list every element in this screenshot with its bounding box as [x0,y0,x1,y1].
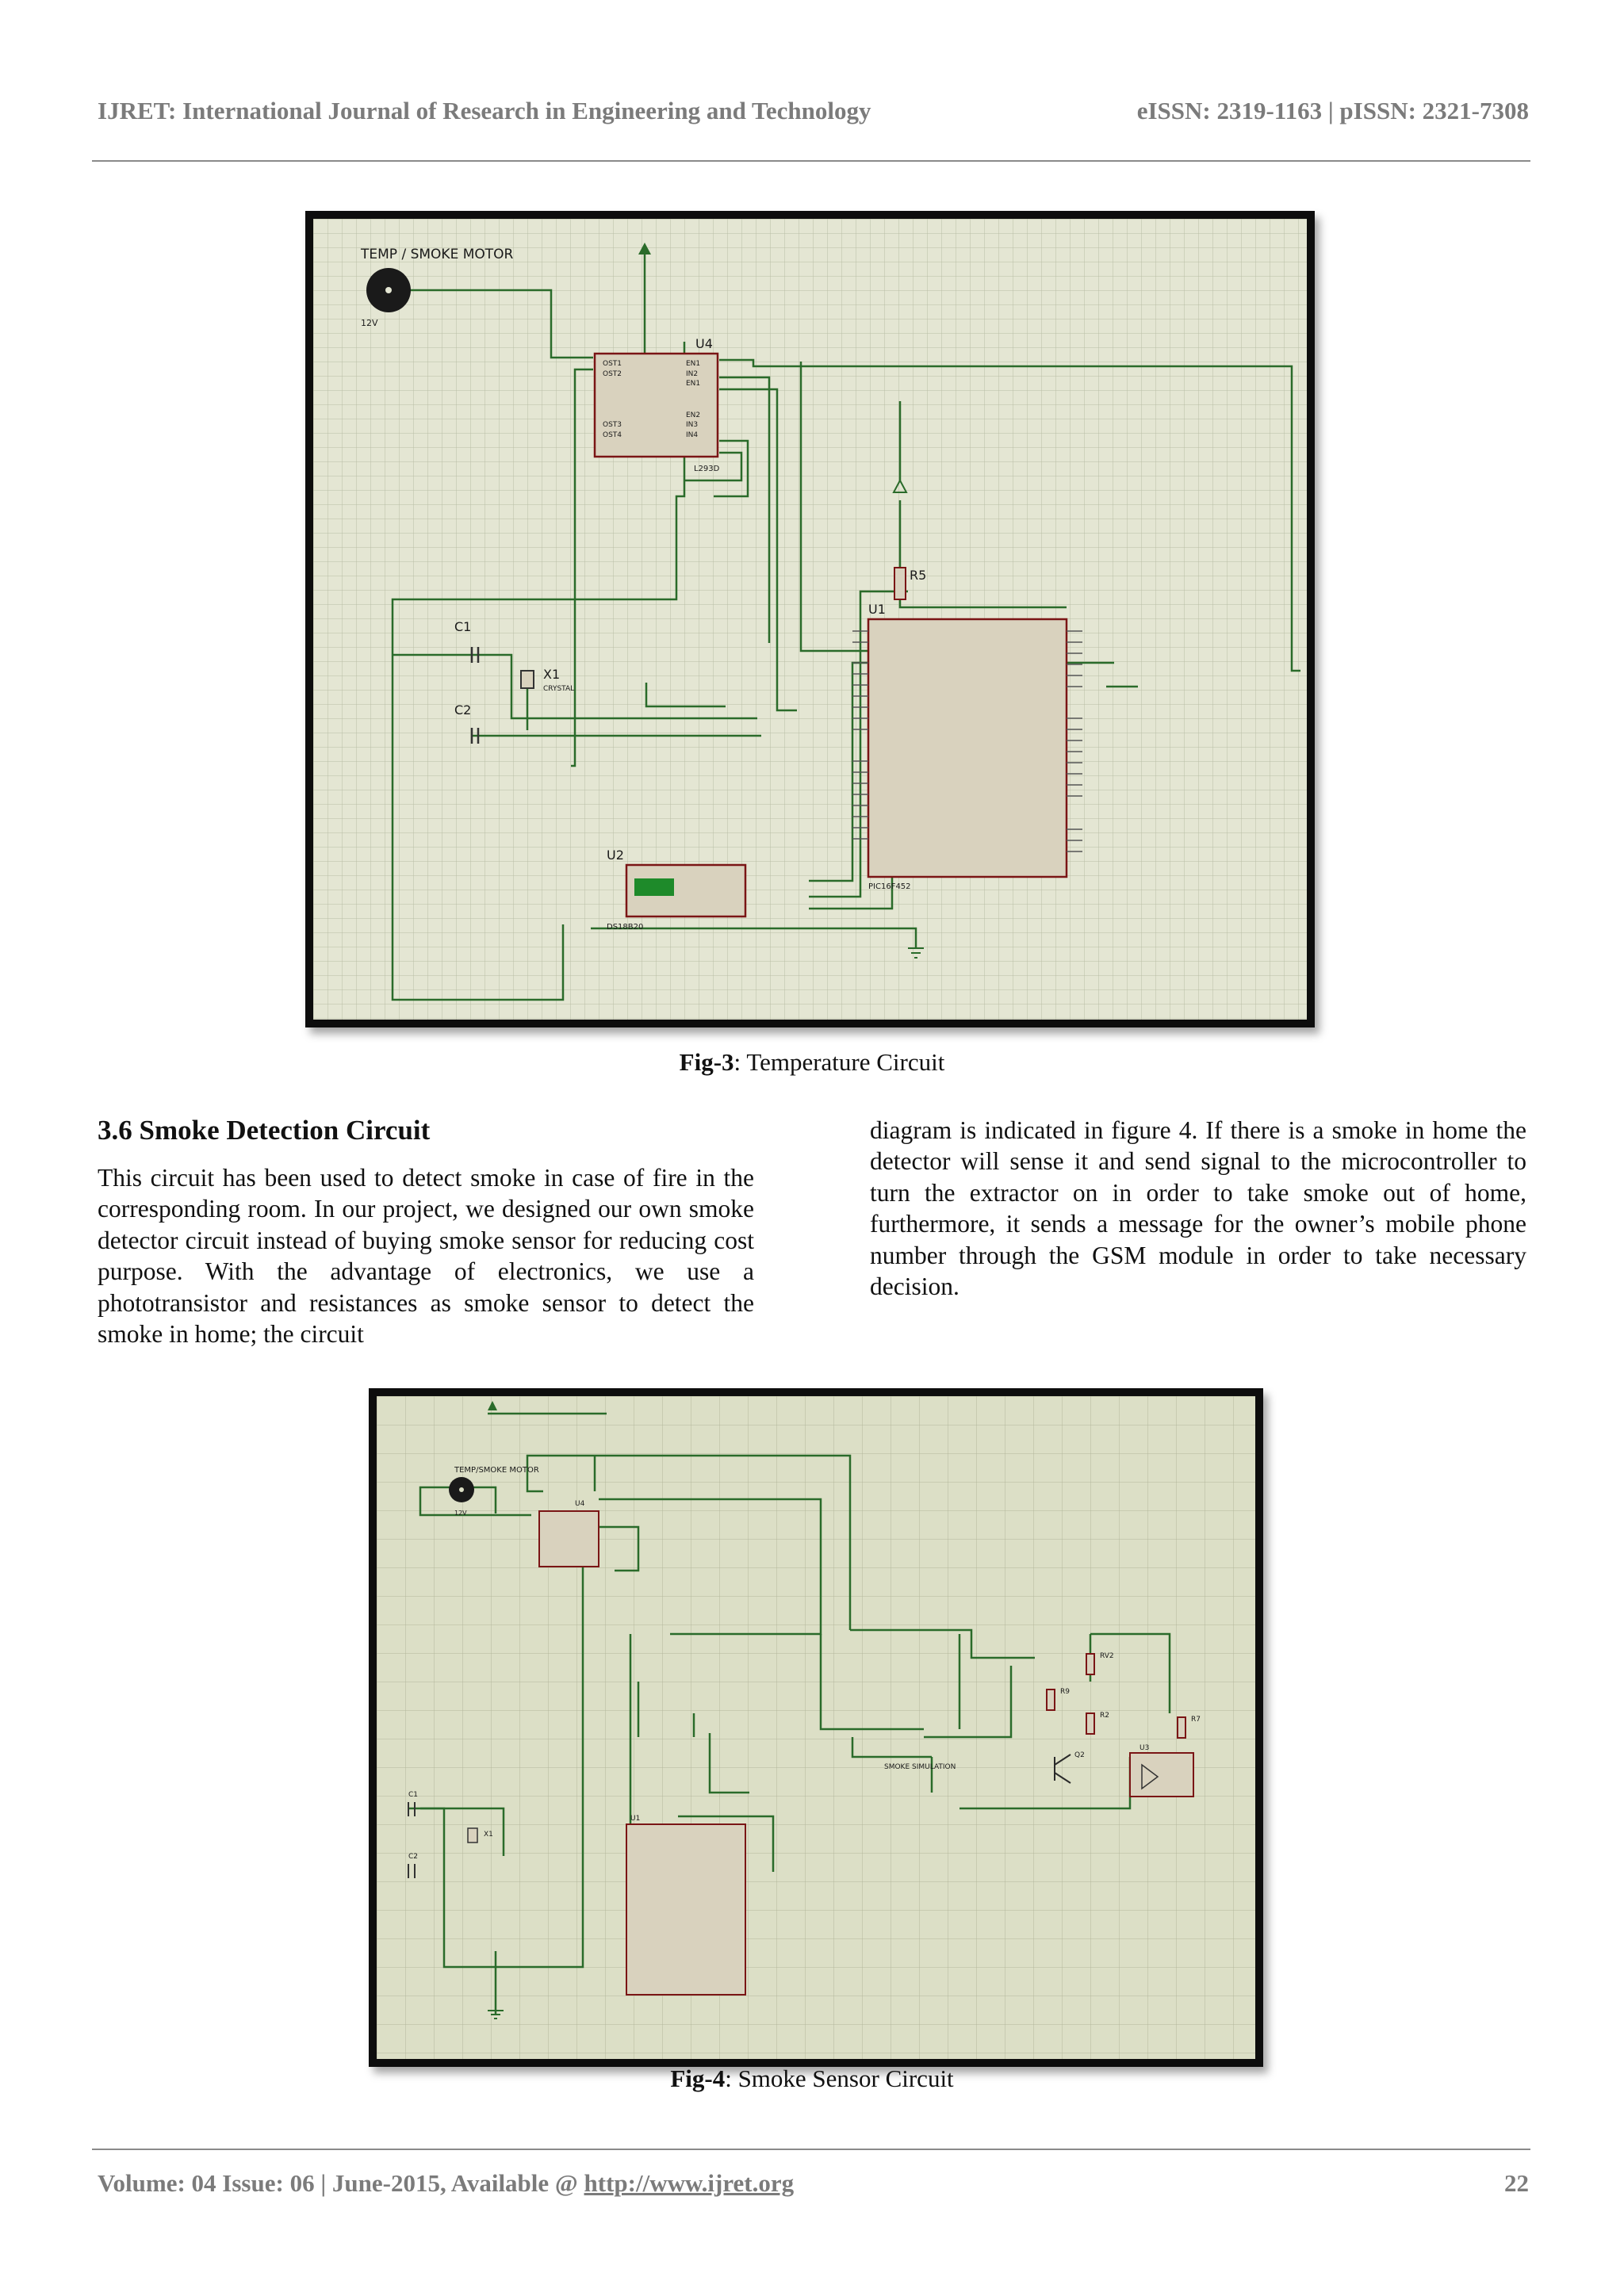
svg-text:Q2: Q2 [1074,1751,1085,1759]
svg-text:RV2: RV2 [1100,1652,1114,1660]
left-column: This circuit has been used to detect smo… [98,1162,754,1349]
svg-text:OST1: OST1 [603,360,622,368]
page-number: 22 [1504,2169,1529,2197]
svg-text:U1: U1 [630,1815,640,1823]
svg-text:IN2: IN2 [686,370,698,378]
right-column: diagram is indicated in figure 4. If the… [870,1115,1526,1302]
svg-text:R5: R5 [910,568,926,583]
temperature-circuit-diagram: TEMP / SMOKE MOTOR 12V U4 L293D OST1OST2… [313,219,1307,1020]
section-heading: 3.6 Smoke Detection Circuit [98,1115,431,1146]
header-rule [92,160,1530,162]
svg-text:C2: C2 [454,702,471,718]
figure-3-caption: Fig-3: Temperature Circuit [679,1048,945,1076]
running-header: IJRET: International Journal of Research… [95,97,1529,128]
svg-text:EN1: EN1 [686,380,700,388]
svg-text:IN3: IN3 [686,421,698,429]
svg-text:OST4: OST4 [603,431,622,439]
svg-text:U1: U1 [868,602,886,617]
figure-4-caption: Fig-4: Smoke Sensor Circuit [670,2064,954,2092]
svg-text:C2: C2 [408,1853,418,1861]
journal-link[interactable]: http://www.ijret.org [584,2169,795,2197]
svg-text:R2: R2 [1100,1712,1109,1720]
svg-text:SMOKE SIMULATION: SMOKE SIMULATION [884,1763,956,1771]
svg-text:TEMP / SMOKE MOTOR: TEMP / SMOKE MOTOR [360,247,514,262]
svg-text:R9: R9 [1060,1688,1070,1696]
svg-text:U3: U3 [1139,1744,1149,1752]
svg-text:U4: U4 [575,1500,585,1508]
svg-text:12V: 12V [454,1510,467,1517]
svg-text:OST3: OST3 [603,421,622,429]
svg-text:DS18B20: DS18B20 [607,923,643,932]
svg-text:U4: U4 [695,336,713,351]
volume-info: Volume: 04 Issue: 06 | June-2015, Availa… [98,2169,584,2197]
svg-text:CRYSTAL: CRYSTAL [543,685,574,693]
svg-text:C1: C1 [454,619,471,634]
svg-text:L293D: L293D [694,465,720,473]
svg-text:EN1: EN1 [686,360,700,368]
issn-info: eISSN: 2319-1163 | pISSN: 2321-7308 [1136,97,1529,124]
svg-text:U2: U2 [607,848,624,863]
svg-text:12V: 12V [361,318,378,328]
svg-text:X1: X1 [484,1831,493,1839]
svg-text:C1: C1 [408,1791,418,1799]
svg-text:OST2: OST2 [603,370,622,378]
footer-rule [92,2149,1530,2150]
svg-text:EN2: EN2 [686,411,700,419]
svg-text:TEMP/SMOKE MOTOR: TEMP/SMOKE MOTOR [454,1466,539,1475]
figure-4-schematic: TEMP/SMOKE MOTOR 12V U4 RV2 R9 R2 R7 Q2 … [369,1388,1263,2067]
smoke-sensor-circuit-diagram: TEMP/SMOKE MOTOR 12V U4 RV2 R9 R2 R7 Q2 … [377,1396,1255,2059]
svg-text:IN4: IN4 [686,431,698,439]
journal-title: IJRET: International Journal of Research… [98,97,871,124]
svg-text:PIC16F452: PIC16F452 [868,882,911,891]
svg-text:X1: X1 [543,667,560,682]
svg-text:R7: R7 [1191,1716,1201,1724]
right-paragraph: diagram is indicated in figure 4. If the… [870,1116,1526,1301]
left-paragraph: This circuit has been used to detect smo… [98,1164,754,1349]
page-footer: Volume: 04 Issue: 06 | June-2015, Availa… [98,2169,1529,2201]
